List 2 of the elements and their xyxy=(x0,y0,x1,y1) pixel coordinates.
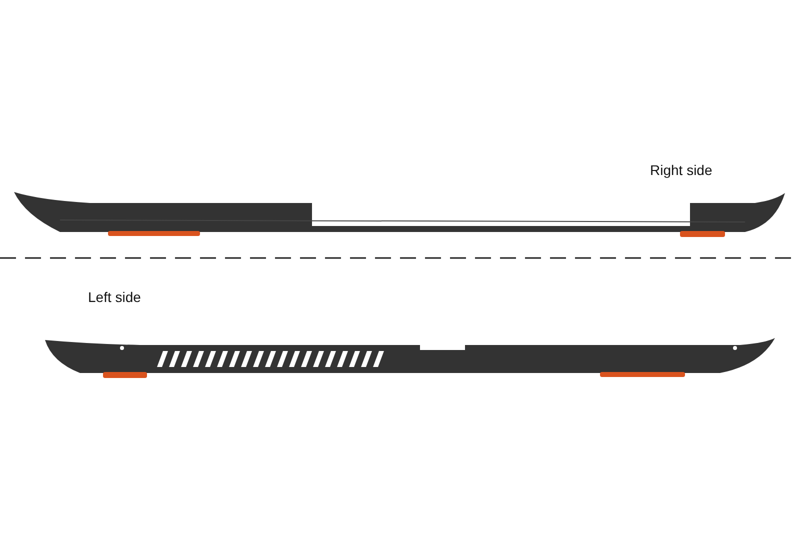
side-label: Right side xyxy=(650,162,712,178)
side-label: Left side xyxy=(88,289,141,305)
